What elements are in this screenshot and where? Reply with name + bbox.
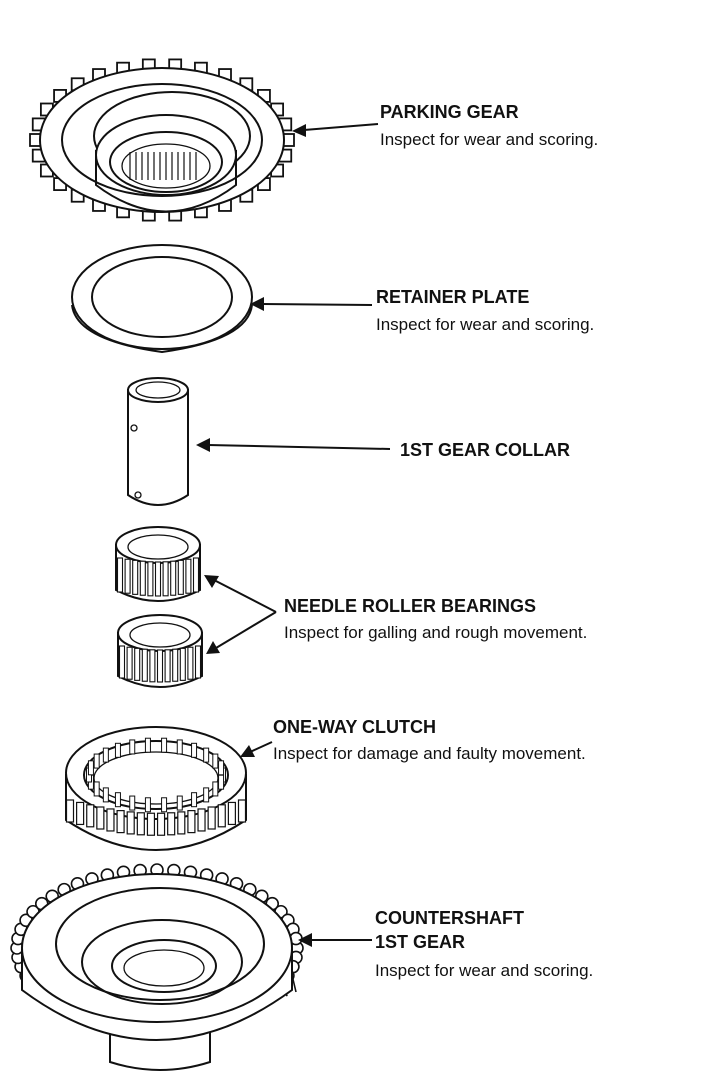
clutch-rib — [217, 804, 226, 828]
one-way-clutch-title: ONE-WAY CLUTCH — [273, 717, 436, 737]
clutch-sprag — [176, 795, 183, 811]
clutch-sprag — [161, 797, 168, 813]
clutch-sprag — [129, 739, 136, 755]
clutch-rib — [116, 810, 125, 834]
clutch-rib — [96, 806, 105, 830]
label-first-gear-collar: 1ST GEAR COLLAR — [400, 440, 570, 460]
clutch-rib — [86, 804, 95, 828]
countershaft-gear-title-line1: COUNTERSHAFT — [375, 908, 524, 928]
needle-bearings-title: NEEDLE ROLLER BEARINGS — [284, 596, 536, 616]
clutch-rib — [177, 811, 186, 835]
clutch-rib — [237, 799, 247, 823]
clutch-sprag — [191, 792, 198, 808]
clutch-sprag — [218, 760, 225, 776]
one-way-clutch-drawing — [65, 726, 247, 851]
clutch-sprag — [87, 760, 94, 776]
needle-bearing-upper-drawing — [115, 526, 201, 602]
clutch-rib — [167, 812, 176, 836]
clutch-rib — [227, 801, 236, 826]
label-one-way-clutch: ONE-WAY CLUTCH Inspect for damage and fa… — [273, 717, 586, 763]
clutch-sprag — [212, 753, 219, 769]
clutch-sprag — [176, 739, 183, 755]
clutch-rib — [207, 806, 216, 830]
first-gear-collar-title: 1ST GEAR COLLAR — [400, 440, 570, 460]
clutch-rib — [106, 808, 115, 832]
clutch-sprag — [212, 781, 219, 797]
needle-roller — [156, 649, 164, 683]
clutch-sprag — [93, 753, 100, 769]
label-parking-gear: PARKING GEAR Inspect for wear and scorin… — [380, 102, 598, 149]
needle-bearing-upper-rollers — [116, 557, 200, 597]
countershaft-first-gear-drawing — [10, 863, 304, 1071]
clutch-sprag — [102, 787, 109, 803]
one-way-clutch-sprags — [86, 737, 226, 813]
needle-roller — [194, 645, 202, 679]
clutch-sprag — [161, 737, 168, 753]
clutch-sprag — [191, 742, 198, 758]
label-needle-roller-bearings: NEEDLE ROLLER BEARINGS Inspect for galli… — [284, 596, 587, 642]
retainer-plate-drawing — [71, 244, 253, 354]
clutch-rib — [156, 812, 166, 836]
label-countershaft-first-gear: COUNTERSHAFT 1ST GEAR Inspect for wear a… — [375, 908, 593, 980]
countershaft-gear-desc: Inspect for wear and scoring. — [375, 961, 593, 980]
needle-bearing-lower-rollers — [118, 645, 202, 683]
needle-roller — [192, 557, 200, 593]
needle-roller — [134, 647, 141, 681]
parking-gear-splines — [129, 152, 197, 180]
needle-roller — [187, 646, 194, 680]
needle-roller — [149, 649, 156, 683]
countershaft-gear-title-line2: 1ST GEAR — [375, 932, 465, 952]
needle-roller — [139, 560, 146, 596]
needle-roller — [147, 561, 154, 597]
parking-gear-desc: Inspect for wear and scoring. — [380, 130, 598, 149]
clutch-rib — [197, 808, 206, 832]
needle-roller — [164, 649, 171, 683]
clutch-sprag — [144, 797, 151, 813]
needle-roller — [185, 558, 192, 594]
clutch-sprag — [114, 742, 121, 758]
needle-roller — [141, 648, 148, 682]
parking-gear-drawing — [29, 58, 295, 222]
needle-roller — [177, 559, 184, 595]
parking-gear-title: PARKING GEAR — [380, 102, 519, 122]
clutch-sprag — [203, 787, 210, 803]
retainer-plate-title: RETAINER PLATE — [376, 287, 529, 307]
clutch-rib — [76, 801, 85, 826]
clutch-rib — [126, 811, 135, 835]
label-retainer-plate: RETAINER PLATE Inspect for wear and scor… — [376, 287, 594, 334]
clutch-sprag — [102, 747, 109, 763]
clutch-rib — [187, 810, 196, 834]
clutch-sprag — [144, 737, 151, 753]
needle-roller — [118, 645, 126, 679]
retainer-plate-desc: Inspect for wear and scoring. — [376, 315, 594, 334]
one-way-clutch-outer-ribs — [65, 799, 247, 836]
clutch-sprag — [203, 747, 210, 763]
clutch-rib — [136, 812, 145, 836]
clutch-sprag — [129, 795, 136, 811]
needle-roller — [172, 648, 179, 682]
needle-bearing-lower-drawing — [117, 614, 203, 688]
clutch-rib — [146, 812, 156, 836]
one-way-clutch-desc: Inspect for damage and faulty movement. — [273, 744, 586, 763]
needle-roller — [126, 646, 133, 680]
needle-roller — [170, 560, 177, 596]
first-gear-collar-drawing — [127, 377, 189, 506]
needle-roller — [116, 557, 124, 593]
needle-roller — [154, 561, 162, 597]
needle-roller — [162, 561, 169, 597]
leader-lines — [196, 123, 391, 947]
needle-bearings-desc: Inspect for galling and rough movement. — [284, 623, 587, 642]
clutch-sprag — [93, 781, 100, 797]
clutch-rib — [65, 799, 75, 823]
needle-roller — [124, 558, 131, 594]
clutch-sprag — [114, 792, 121, 808]
clutch-sprag — [218, 774, 225, 790]
needle-roller — [132, 559, 139, 595]
needle-roller — [179, 647, 186, 681]
